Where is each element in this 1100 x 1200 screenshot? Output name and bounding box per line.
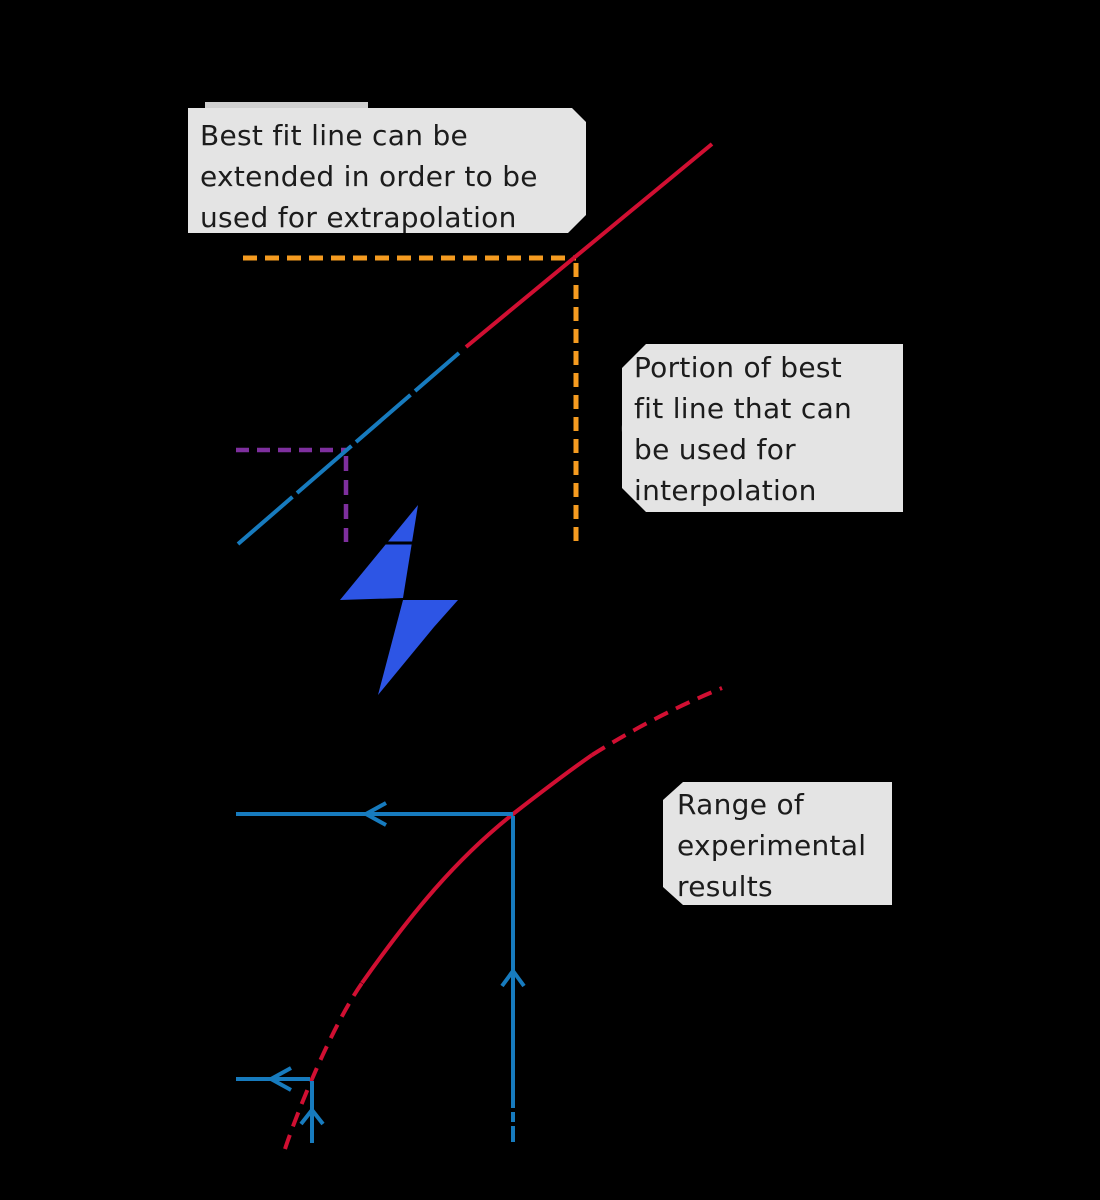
- left-arrowhead-icon: [266, 1066, 292, 1092]
- curve-extrapolated-lower-segment: [283, 981, 364, 1150]
- note-line: fit line that can: [634, 392, 853, 425]
- note-line: Range of: [677, 788, 805, 821]
- note-line: experimental: [677, 829, 867, 862]
- lightning-bolt-icon: [340, 505, 418, 600]
- interpolation-note-box: Portion of best fit line that can be use…: [622, 344, 903, 512]
- note-line: be used for: [634, 433, 796, 466]
- note-line: used for extrapolation: [200, 201, 517, 234]
- note-line: results: [677, 870, 773, 903]
- up-arrowhead-icon: [500, 967, 526, 988]
- extrapolation-note-box: Best fit line can be extended in order t…: [188, 108, 586, 233]
- note-edge-artifact: [205, 102, 368, 112]
- lightning-bolt-icon: [378, 600, 458, 695]
- curve-solid-segment: [360, 753, 594, 985]
- note-line: extended in order to be: [200, 160, 538, 193]
- best-fit-line-extrapolation-segment: [464, 142, 714, 349]
- note-line: interpolation: [634, 474, 817, 507]
- up-arrowhead-icon: [299, 1106, 325, 1126]
- range-note-box: Range of experimental results: [663, 782, 892, 905]
- note-line: Best fit line can be: [200, 119, 469, 152]
- left-arrowhead-icon: [361, 801, 387, 827]
- note-line: Portion of best: [634, 351, 843, 384]
- best-fit-line-interpolation-segment: [236, 351, 461, 546]
- curve-extrapolated-upper-segment: [590, 686, 723, 757]
